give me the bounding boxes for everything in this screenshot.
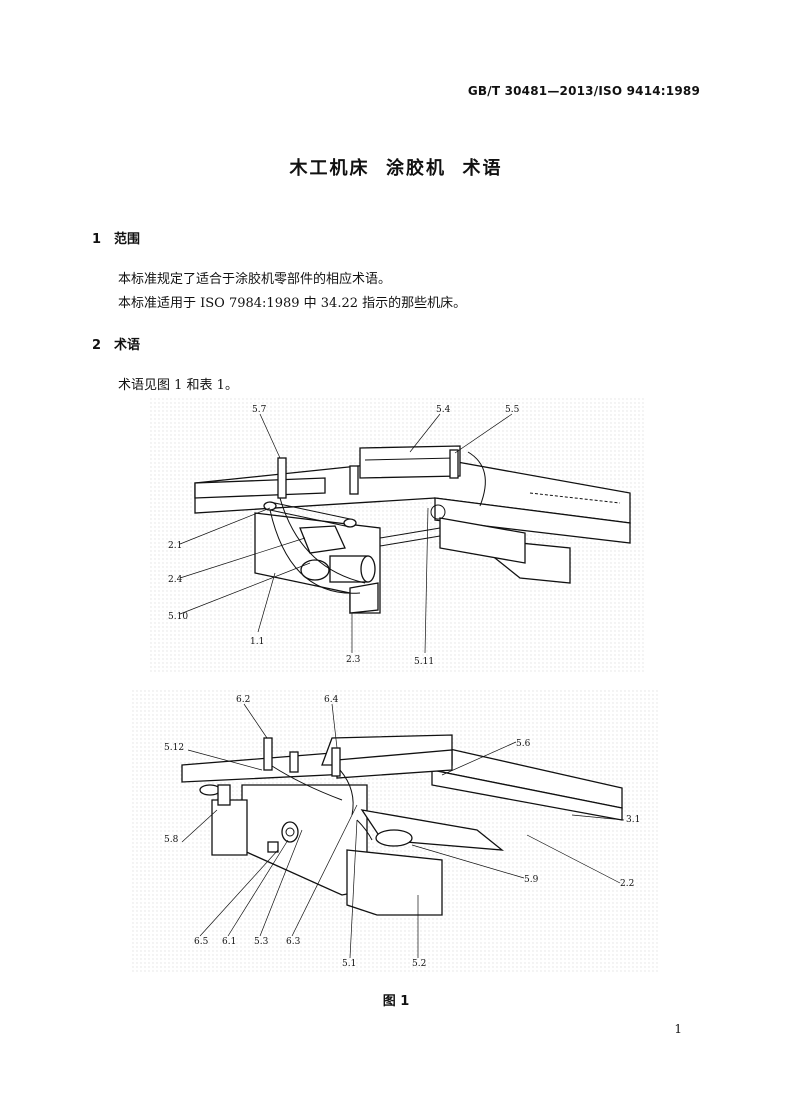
section-title: 术语 [114, 338, 141, 353]
callout-label: 5.10 [168, 612, 188, 622]
figure-caption: 图 1 [382, 994, 410, 1009]
callout-label: 2.3 [346, 655, 361, 665]
callout-leaders [181, 703, 625, 959]
callout-label: 5.1 [342, 959, 356, 969]
page-title: 木工机床 涂胶机 术语 [289, 158, 503, 179]
paragraph: 术语见图 1 和表 1。 [118, 378, 238, 393]
page-number: 1 [674, 1022, 682, 1036]
section-heading-terms: 2 术语 [92, 334, 140, 353]
section-title: 范围 [114, 232, 141, 247]
callout-label: 3.1 [626, 815, 640, 825]
callout-label: 5.5 [505, 405, 520, 415]
callout-label: 5.3 [254, 937, 269, 947]
callout-label: 5.8 [164, 835, 179, 845]
machine-drawing-top: 5.7 5.4 5.5 2.1 2.4 5.10 1.1 2.3 5.11 [150, 398, 646, 672]
callout-leaders [179, 413, 513, 654]
callout-label: 2.2 [620, 879, 634, 889]
callout-label: 5.9 [524, 875, 539, 885]
section-number: 1 [92, 232, 102, 247]
standard-number: GB/T 30481—2013/ISO 9414:1989 [467, 84, 700, 98]
callout-label: 6.4 [324, 695, 339, 705]
callout-label: 5.6 [516, 739, 531, 749]
section-number: 2 [92, 338, 102, 353]
callout-label: 6.3 [286, 937, 301, 947]
figure-1-bottom-drawing: 6.2 6.4 5.12 5.6 3.1 5.8 5.9 2.2 6.5 6.1… [132, 690, 658, 972]
callout-label: 6.2 [236, 695, 250, 705]
callout-label: 2.4 [168, 575, 183, 585]
callout-label: 5.12 [164, 743, 184, 753]
callout-label: 2.1 [168, 541, 182, 551]
callout-label: 5.2 [412, 959, 426, 969]
machine-frame [194, 445, 631, 614]
paragraph: 本标准规定了适合于涂胶机零部件的相应术语。 [118, 272, 392, 287]
machine-drawing-bottom: 6.2 6.4 5.12 5.6 3.1 5.8 5.9 2.2 6.5 6.1… [132, 690, 658, 972]
callout-label: 5.11 [414, 657, 434, 667]
section-heading-scope: 1 范围 [92, 228, 140, 247]
callout-label: 6.5 [194, 937, 209, 947]
callout-label: 6.1 [222, 937, 236, 947]
callout-label: 5.4 [436, 405, 451, 415]
figure-1-top-drawing: 5.7 5.4 5.5 2.1 2.4 5.10 1.1 2.3 5.11 [150, 398, 646, 672]
callout-label: 5.7 [252, 405, 267, 415]
callout-labels: 6.2 6.4 5.12 5.6 3.1 5.8 5.9 2.2 6.5 6.1… [164, 695, 640, 969]
callout-label: 1.1 [250, 637, 264, 647]
callout-labels: 5.7 5.4 5.5 2.1 2.4 5.10 1.1 2.3 5.11 [168, 405, 520, 667]
paragraph: 本标准适用于 ISO 7984:1989 中 34.22 指示的那些机床。 [118, 296, 467, 311]
machine-frame [181, 734, 623, 916]
